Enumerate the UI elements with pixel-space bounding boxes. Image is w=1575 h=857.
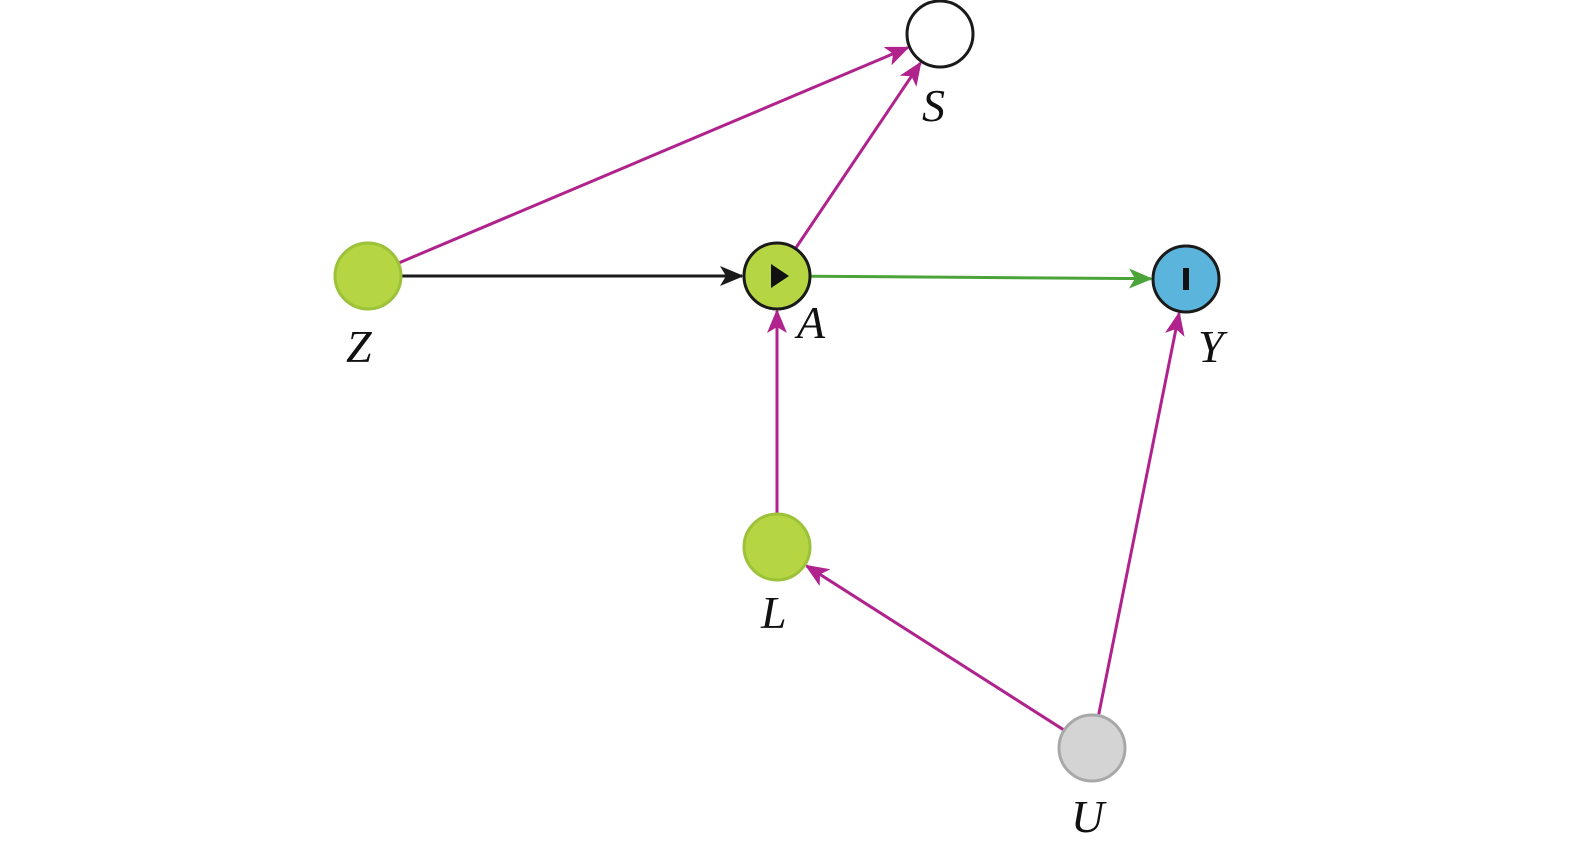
node-z-label: Z [346,321,372,372]
node-y: Y [1151,244,1228,372]
node-s-label: S [922,80,945,131]
node-a-label: A [794,297,826,348]
bar-icon [1183,268,1189,290]
edges-layer [397,46,1185,732]
play-icon [771,264,789,288]
edge-a-to-y [809,268,1153,289]
node-l: L [742,512,812,638]
nodes-layer: Z A Y S L U [333,0,1228,842]
edge-u-to-l [804,564,1066,732]
node-z: Z [333,241,403,372]
node-u-label: U [1071,791,1107,842]
node-u: U [1057,713,1127,842]
node-y-label: Y [1198,321,1228,372]
node-s: S [905,0,975,131]
edge-z-to-s [397,46,910,265]
edge-u-to-y [1097,311,1185,716]
edge-a-to-s [794,61,922,250]
node-l-label: L [760,587,787,638]
node-a: A [742,241,826,348]
